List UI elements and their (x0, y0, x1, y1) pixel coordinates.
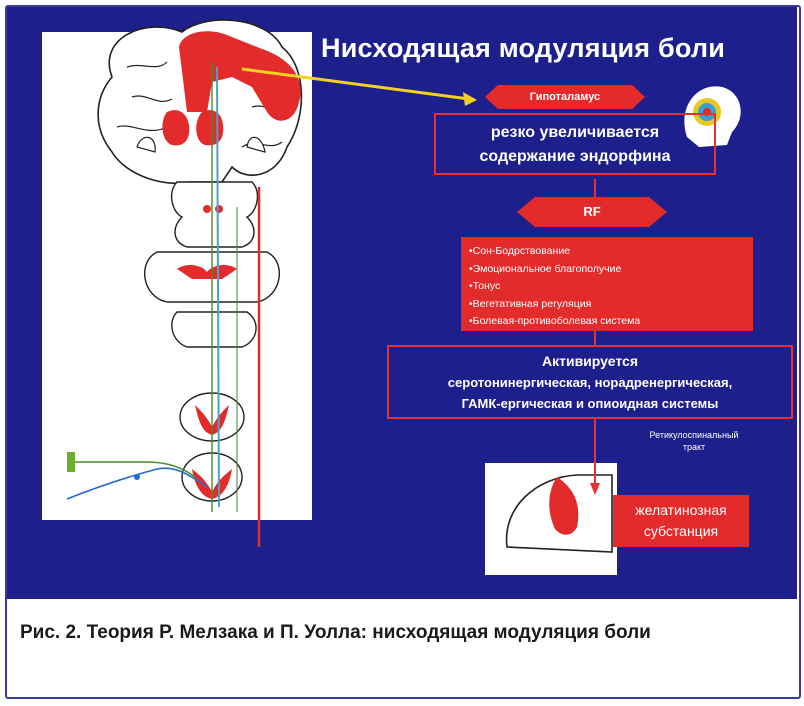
diagram-title: Нисходящая модуляция боли (321, 33, 726, 63)
substance-box: желатинозная субстанция (613, 495, 749, 547)
yellow-arrow (241, 67, 470, 101)
substance-line-1: желатинозная (635, 502, 727, 518)
rf-label: RF (517, 197, 667, 227)
endorphin-line-1: резко увеличивается (490, 124, 660, 141)
tract-note-line-1: Ретикулоспинальный (649, 430, 739, 440)
rf-text: RF (583, 204, 601, 219)
peripheral-nerve (72, 461, 196, 478)
hypothalamus-region (179, 31, 301, 121)
function-item: •Сон-Бодрствование (469, 245, 571, 257)
tract-note-line-2: тракт (682, 442, 706, 452)
endorphin-box: резко увеличивается содержание эндорфина (434, 113, 716, 175)
function-item: •Болевая-противоболевая система (469, 315, 641, 327)
diagram-slide: Нисходящая модуляция боли Гипоталамус ре… (7, 7, 797, 599)
function-item: •Вегетативная регуляция (469, 297, 592, 310)
tract-note: Ретикулоспинальный тракт (619, 429, 769, 453)
brain-icon (684, 86, 741, 147)
hypothalamus-label: Гипоталамус (485, 85, 645, 109)
substance-line-2: субстанция (643, 523, 719, 539)
endorphin-line-2: содержание эндорфина (479, 148, 671, 165)
figure-caption: Рис. 2. Теория Р. Мелзака и П. Уолла: ни… (20, 622, 651, 643)
anatomy-drawing (66, 19, 741, 553)
functions-list: •Сон-Бодрствование •Эмоциональное благоп… (461, 237, 753, 331)
brainstem (170, 181, 259, 248)
activates-line-2: серотонинергическая, норадренергическая, (447, 375, 733, 390)
hypothalamus-text: Гипоталамус (529, 91, 601, 103)
function-item: •Эмоциональное благополучие (469, 262, 622, 275)
function-item: •Тонус (469, 280, 501, 292)
activates-line-1: Активируется (542, 353, 638, 369)
medulla (171, 311, 257, 348)
activates-line-3: ГАМК-ергическая и опиоидная системы (461, 396, 719, 411)
activates-box: Активируется серотонинергическая, норадр… (387, 345, 793, 419)
